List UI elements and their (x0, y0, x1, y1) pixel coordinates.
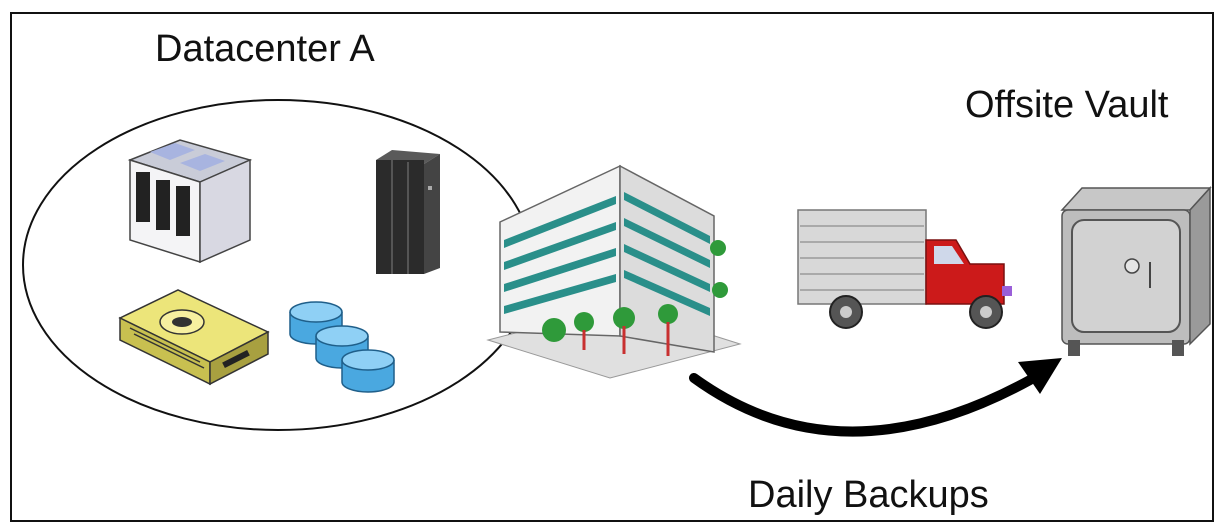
datacenter-boundary (22, 99, 534, 431)
office-building-icon (486, 164, 742, 379)
daily-backups-label: Daily Backups (748, 474, 989, 516)
tape-drive-icon (118, 289, 270, 386)
mainframe-icon (127, 139, 253, 264)
datacenter-label: Datacenter A (155, 28, 375, 70)
curved-arrow-icon (689, 358, 1062, 437)
delivery-truck-icon (797, 209, 1012, 329)
server-rack-icon (376, 150, 440, 274)
database-disks-icon (289, 301, 395, 393)
offsite-vault-label: Offsite Vault (965, 84, 1169, 126)
safe-vault-icon (1060, 186, 1212, 356)
